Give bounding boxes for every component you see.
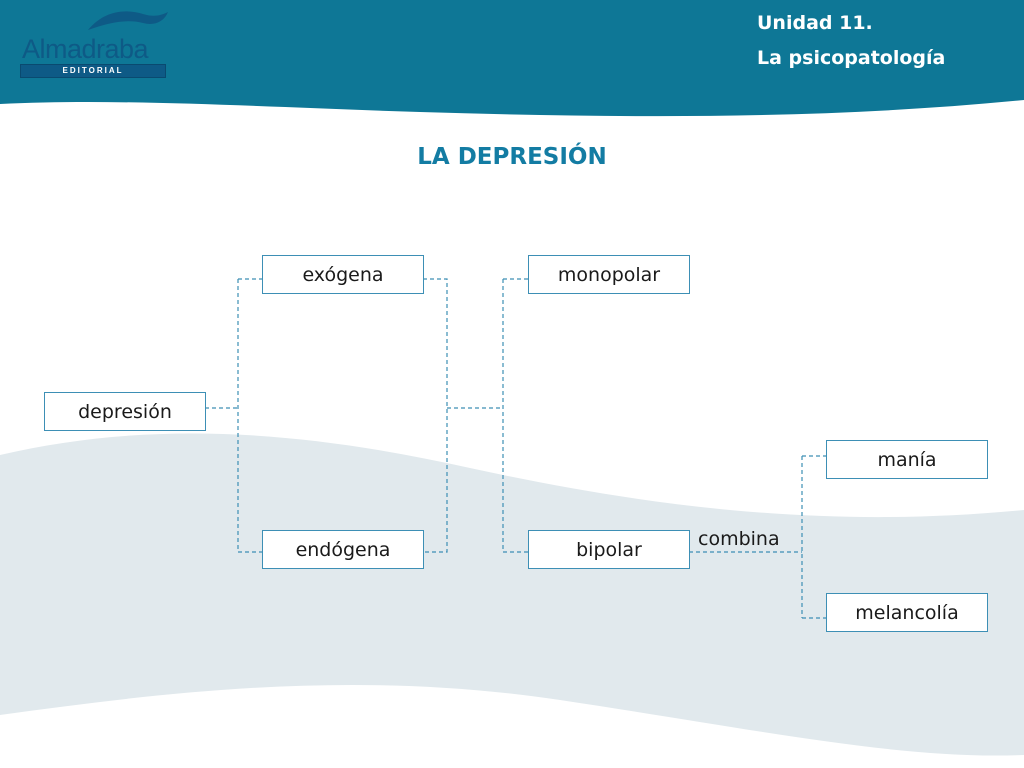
node-mania: manía: [826, 440, 988, 479]
page-title: LA DEPRESIÓN: [417, 144, 607, 170]
publisher-logo: Almadraba EDITORIAL: [20, 8, 168, 78]
wave-icon: [88, 11, 168, 30]
logo-wordmark: Almadraba: [22, 34, 149, 64]
header-band: [0, 0, 1024, 117]
background-wave-lower: [0, 684, 1024, 768]
node-monopolar: monopolar: [528, 255, 690, 294]
node-endogena: endógena: [262, 530, 424, 569]
edge-label-combina: combina: [698, 528, 780, 550]
unit-label: Unidad 11.: [757, 12, 873, 34]
logo-tagline: EDITORIAL: [20, 64, 166, 78]
node-exogena: exógena: [262, 255, 424, 294]
node-melancolia: melancolía: [826, 593, 988, 632]
node-bipolar: bipolar: [528, 530, 690, 569]
node-depresion: depresión: [44, 392, 206, 431]
unit-subtitle: La psicopatología: [757, 47, 946, 69]
